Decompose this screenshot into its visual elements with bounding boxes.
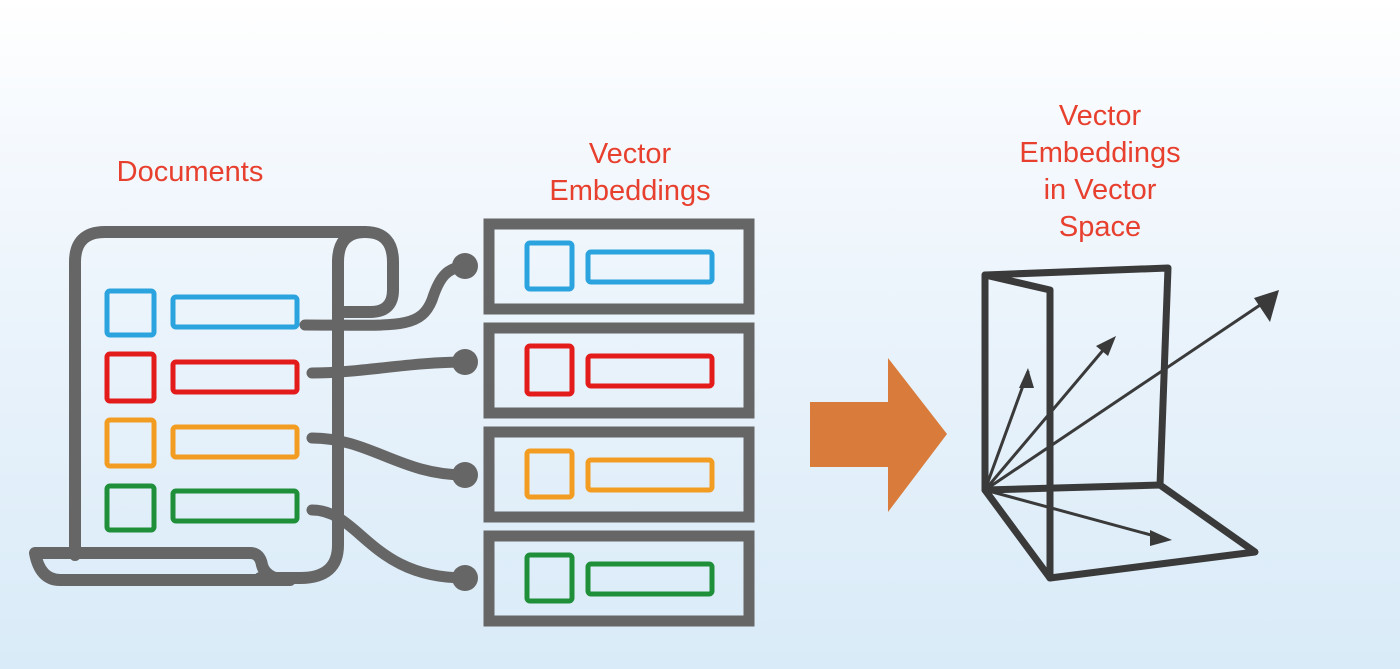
doc-item-bar-red [170,359,300,395]
embedding-items [524,240,715,604]
3d-axes-icon [981,264,1259,582]
embedding-row-1 [483,218,755,315]
connector-plugs [452,253,478,591]
embedding-row-2 [483,322,755,419]
vectors [983,295,1274,540]
connector-1 [299,260,471,331]
embedding-row-3 [483,426,755,523]
vector-space-label: Vector Embeddings in Vector Space [1019,100,1181,243]
vector-heads [1019,290,1279,546]
doc-item-square-green [104,483,157,533]
connector-3 [306,432,471,481]
vector-embeddings-label: Vector Embeddings [549,138,711,207]
documents-label: Documents [116,156,264,188]
doc-item-bar-orange [170,424,300,460]
embedding-rows [483,218,755,627]
right-arrow-icon [810,358,947,512]
doc-item-square-blue [104,288,157,338]
document-icon [29,226,399,586]
document-items [104,288,300,533]
embedding-row-4 [483,530,755,627]
connector-4 [306,504,471,584]
doc-item-bar-green [170,488,300,524]
doc-item-square-orange [104,417,157,469]
connectors [299,260,471,584]
doc-item-square-red [104,351,157,404]
doc-item-bar-blue [170,294,300,330]
connector-2 [306,356,471,379]
